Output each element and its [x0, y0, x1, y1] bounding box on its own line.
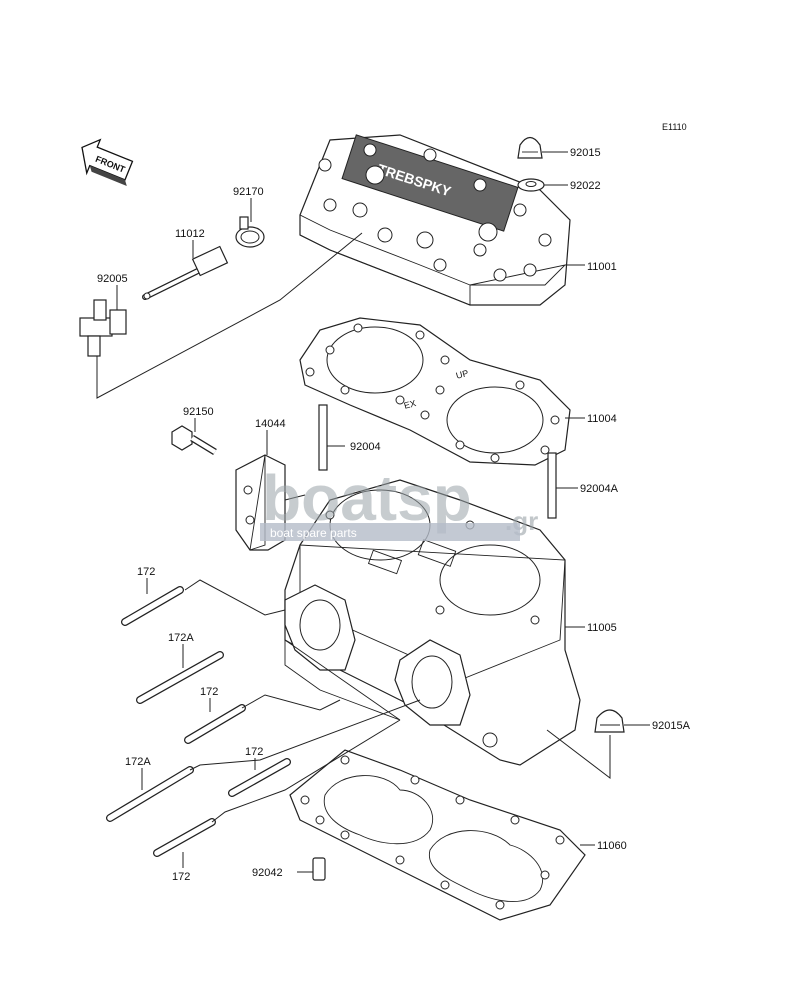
label-92015A: 92015A — [652, 720, 691, 732]
label-172-3: 172 — [245, 746, 263, 758]
gasket-up-mark: UP — [455, 368, 470, 381]
label-172-2: 172 — [200, 686, 218, 698]
label-92170: 92170 — [233, 186, 264, 198]
figure-ref: E1110 — [662, 122, 687, 132]
part-labels: 92015 92022 92170 11012 92005 11001 1100… — [97, 147, 691, 883]
label-92015: 92015 — [570, 147, 601, 159]
stud-92004A — [547, 452, 557, 519]
label-172-1: 172 — [137, 566, 155, 578]
label-11004: 11004 — [587, 413, 617, 425]
washer-92022 — [517, 178, 545, 192]
label-11001: 11001 — [587, 261, 617, 273]
cap-nut-92015A — [594, 709, 625, 733]
cylinder-block — [284, 479, 581, 766]
watermark-logo: boatsp .gr boat spare parts — [260, 462, 538, 541]
studs-172 — [106, 586, 291, 857]
stud-92004 — [318, 404, 328, 471]
dowel-pin-92042 — [312, 857, 326, 881]
clamp-92170 — [235, 216, 265, 248]
gasket-ex-mark: EX — [403, 398, 417, 411]
base-gasket — [289, 749, 586, 921]
label-92004A: 92004A — [580, 483, 619, 495]
fitting-92005 — [79, 299, 127, 357]
label-92150: 92150 — [183, 406, 214, 418]
watermark-main: boatsp — [262, 462, 472, 534]
front-arrow-icon: FRONT — [81, 138, 134, 187]
label-11005: 11005 — [587, 622, 617, 634]
bolt-92150 — [171, 425, 217, 455]
watermark-sub: boat spare parts — [270, 526, 357, 540]
label-92022: 92022 — [570, 180, 601, 192]
label-172A-1: 172A — [168, 632, 194, 644]
label-172-4: 172 — [172, 871, 190, 883]
label-172A-2: 172A — [125, 756, 151, 768]
label-92004: 92004 — [350, 441, 381, 453]
label-92042: 92042 — [252, 867, 283, 879]
cylinder-head: TREBSPKY — [299, 134, 571, 306]
label-92005: 92005 — [97, 273, 128, 285]
sensor-11012 — [142, 245, 229, 300]
cap-nut-92015 — [517, 136, 543, 159]
label-11060: 11060 — [597, 840, 627, 852]
label-11012: 11012 — [175, 228, 205, 240]
label-14044: 14044 — [255, 418, 286, 430]
head-gasket: UP EX — [299, 317, 571, 466]
leader-lines — [96, 151, 650, 873]
